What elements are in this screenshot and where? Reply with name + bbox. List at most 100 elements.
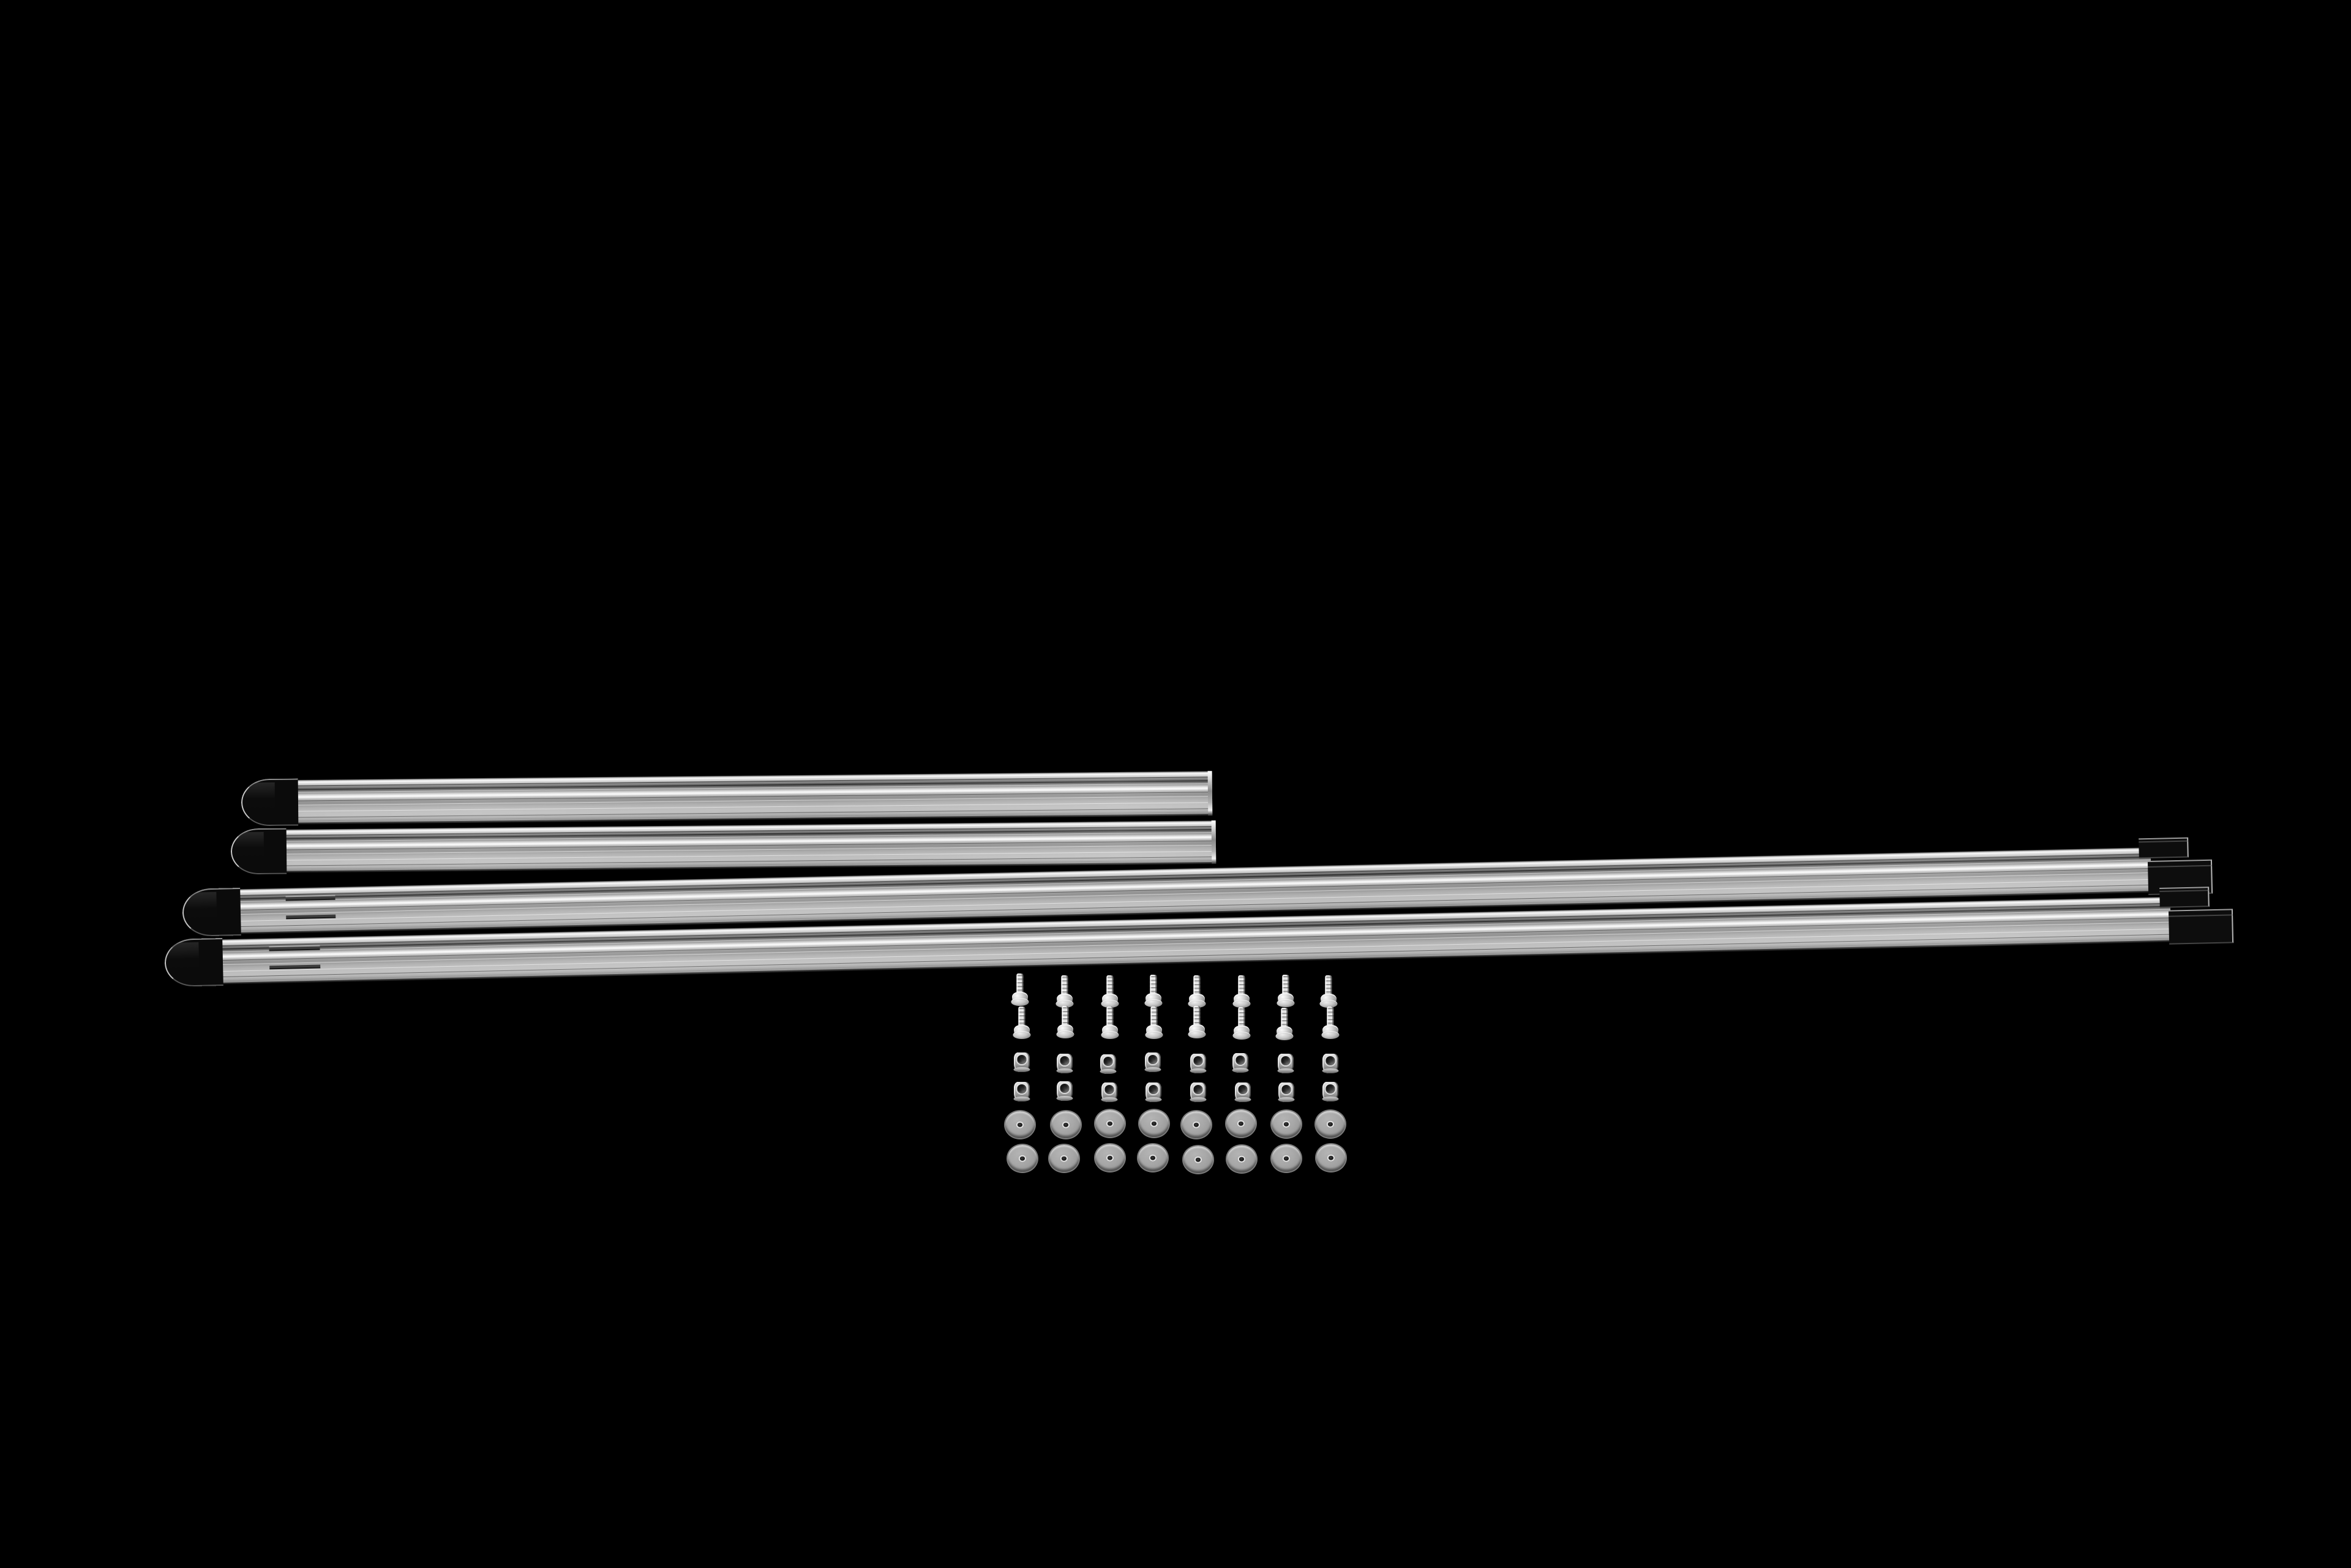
bolt-threaded-shank — [1150, 975, 1157, 995]
crossbar-ridge-line — [269, 808, 1213, 818]
nut-row-2-item — [1278, 1082, 1295, 1102]
nut-threaded-bore — [1104, 1085, 1114, 1094]
flanged-lock-nut — [1277, 1054, 1294, 1073]
flat-washer — [1005, 1111, 1035, 1138]
nut-threaded-bore — [1148, 1055, 1158, 1064]
bolt-threaded-shank — [1193, 1006, 1201, 1026]
bolt-captive-washer — [1188, 1030, 1206, 1039]
crossbar-right-endcap-upper — [2159, 887, 2210, 908]
nut-flange — [1322, 1068, 1339, 1073]
washer-row-2-item — [1183, 1146, 1213, 1173]
bolt-captive-washer — [1145, 1030, 1163, 1040]
hex-bolt — [1319, 975, 1338, 1008]
bolt-row-1-item — [1101, 975, 1119, 1008]
flanged-lock-nut — [1145, 1082, 1162, 1102]
crossbar-right-endcap — [2168, 909, 2233, 945]
flanged-lock-nut — [1190, 1082, 1207, 1102]
flanged-lock-nut — [1013, 1082, 1030, 1101]
hex-bolt — [1188, 1006, 1206, 1039]
washer-row-2-item — [1227, 1146, 1256, 1172]
nut-threaded-bore — [1017, 1055, 1027, 1064]
washer-row-2-item — [1008, 1145, 1037, 1172]
flat-washer — [1272, 1111, 1301, 1138]
washer-center-hole — [1238, 1121, 1244, 1126]
bolt-row-1-item — [1144, 975, 1163, 1008]
washer-row-1-item — [1095, 1110, 1125, 1137]
bolt-row-2-item — [1101, 1007, 1119, 1040]
washer-row-1-item — [1182, 1111, 1211, 1138]
bolt-threaded-shank — [1193, 975, 1201, 996]
washer-center-hole — [1283, 1122, 1289, 1127]
nut-row-1-item — [1100, 1054, 1117, 1074]
flat-washer — [1051, 1111, 1081, 1138]
crossbar-specular-sheen — [269, 771, 1213, 825]
bolt-threaded-shank — [1281, 1008, 1288, 1028]
washer-row-2-item — [1095, 1144, 1125, 1171]
crossbar-ridge-line — [260, 844, 1216, 855]
flat-washer — [1138, 1144, 1168, 1171]
bolt-captive-washer — [1011, 997, 1029, 1007]
flanged-lock-nut — [1100, 1054, 1117, 1074]
crossbar-right-endcap-upper — [2139, 837, 2189, 859]
nut-row-2-item — [1101, 1082, 1118, 1102]
bolt-row-2-item — [1056, 1006, 1074, 1039]
bolt-row-1-item — [1056, 975, 1074, 1008]
washer-row-2-item — [1049, 1145, 1079, 1172]
crossbar-ridge-line — [259, 832, 1216, 842]
washer-center-hole — [1327, 1122, 1333, 1127]
washer-center-hole — [1239, 1157, 1245, 1161]
nut-flange — [1013, 1067, 1030, 1072]
hex-bolt — [1275, 1008, 1294, 1041]
flat-washer — [1095, 1110, 1125, 1137]
bolt-captive-washer — [1277, 999, 1295, 1008]
washer-center-hole — [1193, 1122, 1199, 1127]
crossbar-short-2 — [230, 820, 1217, 875]
washer-row-1-item — [1051, 1111, 1081, 1138]
bolt-row-2-item — [1275, 1008, 1294, 1041]
washer-center-hole — [1061, 1156, 1067, 1161]
crossbar-specular-sheen — [259, 820, 1217, 873]
crossbar-ridge-line — [260, 856, 1217, 866]
bolt-row-2-item — [1321, 1007, 1340, 1040]
washer-row-1-item — [1316, 1111, 1345, 1138]
bolt-captive-washer — [1101, 1030, 1119, 1040]
hex-bolt — [1011, 973, 1029, 1007]
washer-center-hole — [1017, 1122, 1023, 1127]
nut-row-2-item — [1013, 1082, 1030, 1101]
bolt-threaded-shank — [1150, 1007, 1158, 1027]
nut-threaded-bore — [1060, 1056, 1070, 1065]
nut-threaded-bore — [1235, 1056, 1245, 1065]
nut-threaded-bore — [1060, 1084, 1070, 1093]
crossbar-crown-highlight — [269, 771, 1212, 785]
nut-threaded-bore — [1193, 1085, 1203, 1094]
flanged-lock-nut — [1278, 1082, 1295, 1102]
nut-row-1-item — [1144, 1052, 1161, 1072]
crossbar-ridge-line — [269, 787, 1212, 799]
nut-row-2-item — [1322, 1082, 1339, 1101]
nut-row-1-item — [1232, 1053, 1249, 1073]
nut-row-2-item — [1145, 1082, 1162, 1102]
washer-center-hole — [1283, 1156, 1289, 1161]
crossbar-left-endcap — [182, 887, 242, 937]
nut-flange — [1145, 1097, 1162, 1102]
bolt-captive-washer — [1275, 1032, 1294, 1041]
washer-row-2-item — [1316, 1144, 1346, 1171]
nut-row-1-item — [1190, 1054, 1207, 1073]
bolt-row-1-item — [1232, 975, 1251, 1008]
washer-center-hole — [1328, 1155, 1334, 1160]
nut-flange — [1190, 1097, 1207, 1102]
crossbar-ridge-line — [269, 796, 1212, 806]
hex-bolt — [1145, 1007, 1163, 1040]
hex-bolt — [1056, 1006, 1074, 1039]
bolt-threaded-shank — [1327, 1007, 1334, 1027]
crossbar-ridge-line — [269, 782, 1212, 793]
crossbar-ridge-line — [269, 791, 1212, 801]
flat-washer — [1183, 1146, 1213, 1173]
nut-threaded-bore — [1103, 1057, 1113, 1066]
hex-bolt — [1321, 1007, 1340, 1040]
crossbar-ridge-line — [259, 829, 1216, 840]
crossbar-left-endcap — [241, 778, 299, 827]
bolt-captive-washer — [1013, 1030, 1031, 1040]
flanged-lock-nut — [1234, 1082, 1251, 1102]
